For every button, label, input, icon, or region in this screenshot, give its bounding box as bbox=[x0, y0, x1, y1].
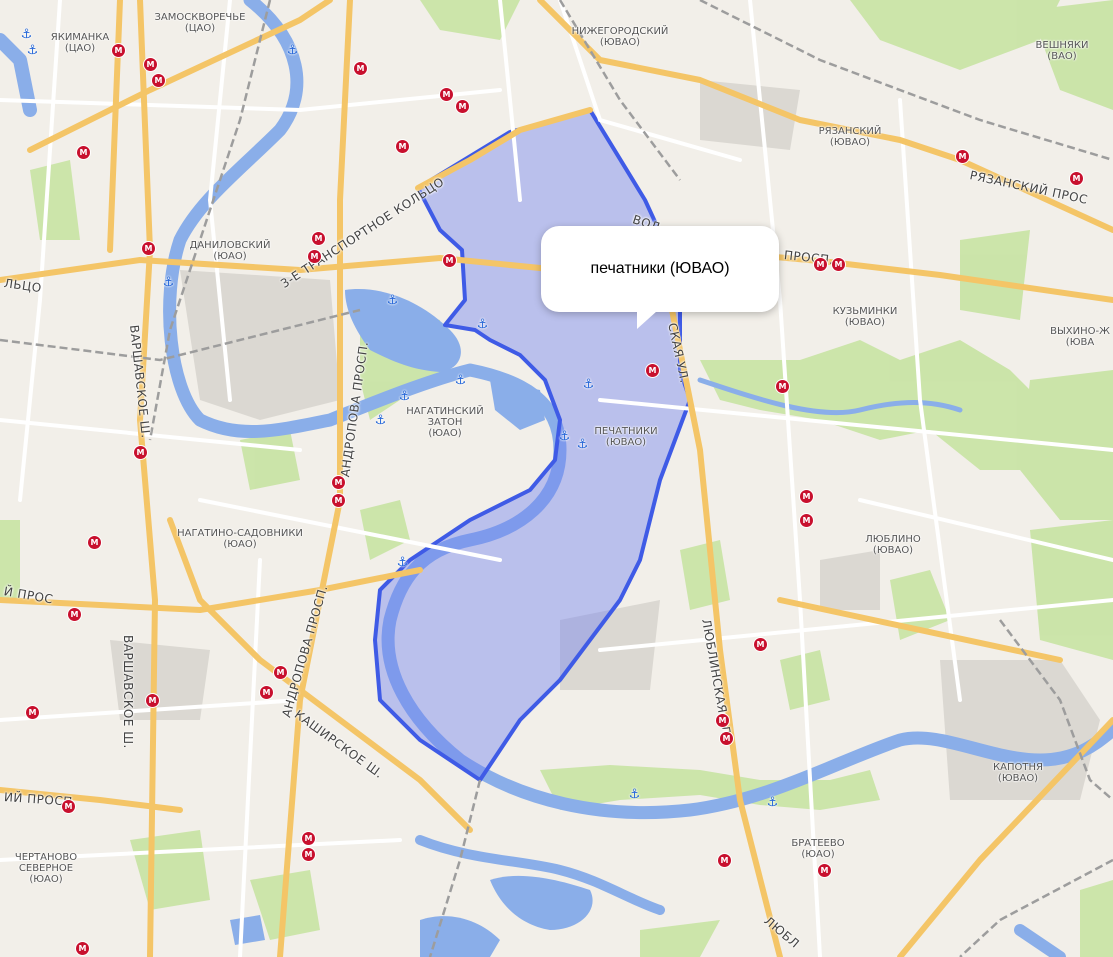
metro-icon[interactable]: М bbox=[274, 666, 287, 679]
anchor-icon[interactable]: ⚓ bbox=[576, 437, 589, 452]
district-label-brateevo: БРАТЕЕВО(ЮАО) bbox=[791, 838, 845, 860]
metro-icon[interactable]: М bbox=[77, 146, 90, 159]
metro-icon[interactable]: М bbox=[142, 242, 155, 255]
district-label-pechatniki: ПЕЧАТНИКИ(ЮВАО) bbox=[594, 426, 658, 448]
district-label-ryazansky: РЯЗАНСКИЙ(ЮВАО) bbox=[818, 126, 882, 148]
metro-icon[interactable]: М bbox=[456, 100, 469, 113]
metro-icon[interactable]: М bbox=[818, 864, 831, 877]
metro-icon[interactable]: М bbox=[332, 476, 345, 489]
district-label-nizhegorodsky: НИЖЕГОРОДСКИЙ(ЮВАО) bbox=[571, 26, 669, 48]
anchor-icon[interactable]: ⚓ bbox=[386, 293, 399, 308]
metro-icon[interactable]: М bbox=[146, 694, 159, 707]
metro-icon[interactable]: М bbox=[76, 942, 89, 955]
anchor-icon[interactable]: ⚓ bbox=[766, 795, 779, 810]
anchor-icon[interactable]: ⚓ bbox=[396, 555, 409, 570]
metro-icon[interactable]: М bbox=[832, 258, 845, 271]
metro-icon[interactable]: М bbox=[62, 800, 75, 813]
metro-icon[interactable]: М bbox=[68, 608, 81, 621]
metro-icon[interactable]: М bbox=[26, 706, 39, 719]
metro-icon[interactable]: М bbox=[1070, 172, 1083, 185]
metro-icon[interactable]: М bbox=[716, 714, 729, 727]
metro-icon[interactable]: М bbox=[814, 258, 827, 271]
anchor-icon[interactable]: ⚓ bbox=[162, 275, 175, 290]
metro-icon[interactable]: М bbox=[720, 732, 733, 745]
anchor-icon[interactable]: ⚓ bbox=[582, 377, 595, 392]
water-basins bbox=[230, 289, 593, 957]
metro-icon[interactable]: М bbox=[956, 150, 969, 163]
district-label-veshnyaki: ВЕШНЯКИ(ВАО) bbox=[1035, 40, 1089, 62]
metro-icon[interactable]: М bbox=[646, 364, 659, 377]
metro-icon[interactable]: М bbox=[88, 536, 101, 549]
anchor-icon[interactable]: ⚓ bbox=[20, 27, 33, 42]
metro-icon[interactable]: М bbox=[354, 62, 367, 75]
metro-icon[interactable]: М bbox=[332, 494, 345, 507]
district-label-lyublino: ЛЮБЛИНО(ЮВАО) bbox=[865, 534, 921, 556]
metro-icon[interactable]: М bbox=[396, 140, 409, 153]
metro-icon[interactable]: М bbox=[443, 254, 456, 267]
industrial-areas bbox=[110, 80, 1100, 800]
metro-icon[interactable]: М bbox=[718, 854, 731, 867]
district-label-yakimanka: ЯКИМАНКА(ЦАО) bbox=[50, 32, 110, 54]
district-label-kuzminki: КУЗЬМИНКИ(ЮВАО) bbox=[832, 306, 898, 328]
anchor-icon[interactable]: ⚓ bbox=[26, 43, 39, 58]
anchor-icon[interactable]: ⚓ bbox=[398, 389, 411, 404]
district-label-vykhino: ВЫХИНО-Ж(ЮВА bbox=[1050, 326, 1110, 348]
metro-icon[interactable]: М bbox=[800, 514, 813, 527]
district-label-danilovsky: ДАНИЛОВСКИЙ(ЮАО) bbox=[189, 240, 271, 262]
metro-icon[interactable]: М bbox=[144, 58, 157, 71]
anchor-icon[interactable]: ⚓ bbox=[558, 429, 571, 444]
anchor-icon[interactable]: ⚓ bbox=[476, 317, 489, 332]
metro-icon[interactable]: М bbox=[302, 848, 315, 861]
metro-icon[interactable]: М bbox=[152, 74, 165, 87]
district-label-nagatino-sadovniki: НАГАТИНО-САДОВНИКИ(ЮАО) bbox=[177, 528, 303, 550]
anchor-icon[interactable]: ⚓ bbox=[454, 373, 467, 388]
district-label-kapotnya: КАПОТНЯ(ЮВАО) bbox=[993, 762, 1043, 784]
metro-icon[interactable]: М bbox=[776, 380, 789, 393]
anchor-icon[interactable]: ⚓ bbox=[628, 787, 641, 802]
metro-icon[interactable]: М bbox=[800, 490, 813, 503]
metro-icon[interactable]: М bbox=[754, 638, 767, 651]
popup-title: печатники (ЮВАО) bbox=[590, 260, 730, 277]
metro-icon[interactable]: М bbox=[440, 88, 453, 101]
district-popup[interactable]: печатники (ЮВАО) bbox=[541, 226, 779, 329]
metro-icon[interactable]: М bbox=[312, 232, 325, 245]
metro-icon[interactable]: М bbox=[112, 44, 125, 57]
street-label-varshavskoe-2: ВАРШАВСКОЕ Ш. bbox=[121, 635, 135, 749]
metro-icon[interactable]: М bbox=[308, 250, 321, 263]
anchor-icon[interactable]: ⚓ bbox=[374, 413, 387, 428]
anchor-icon[interactable]: ⚓ bbox=[286, 43, 299, 58]
district-label-zamoskvorechye: ЗАМОСКВОРЕЧЬЕ(ЦАО) bbox=[154, 12, 246, 34]
metro-icon[interactable]: М bbox=[302, 832, 315, 845]
metro-icon[interactable]: М bbox=[260, 686, 273, 699]
metro-icon[interactable]: М bbox=[134, 446, 147, 459]
